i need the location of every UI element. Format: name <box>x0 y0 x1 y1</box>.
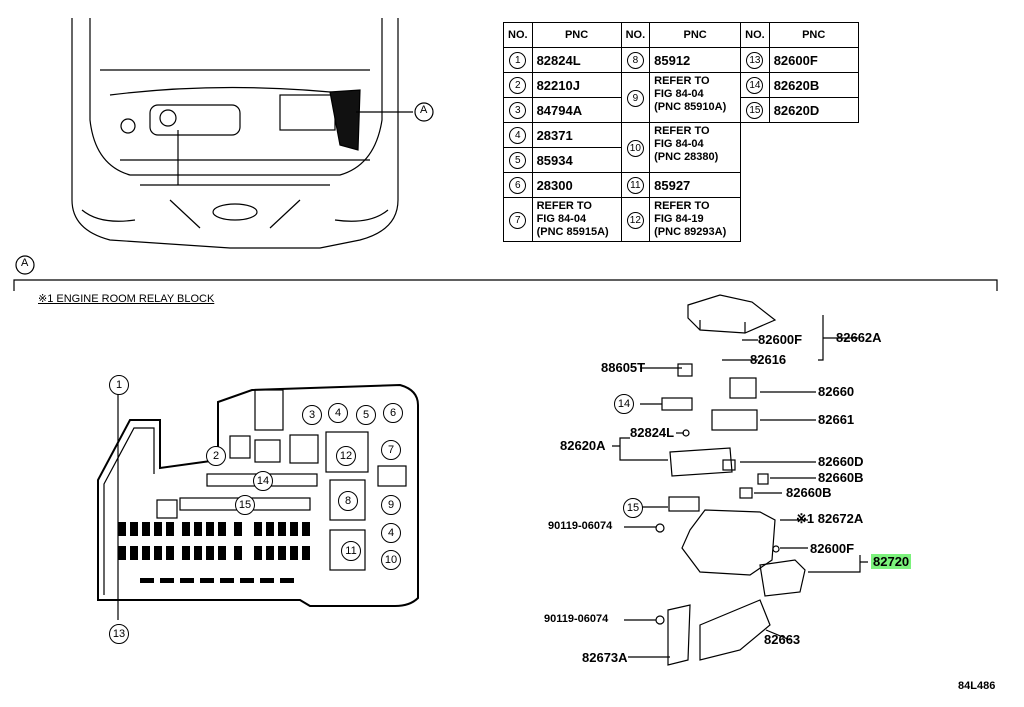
table-cell-pnc: 28371 <box>531 122 622 148</box>
table-row-number: 14 <box>746 77 764 94</box>
part-82616[interactable]: 82616 <box>750 352 787 367</box>
part-82673A[interactable]: 82673A <box>582 650 628 665</box>
table-cell-pnc: 82620B <box>768 72 859 98</box>
table-cell-pnc: 28300 <box>531 172 622 198</box>
table-cell-pnc: REFER TO FIG 84-19 (PNC 89293A) <box>649 197 742 242</box>
col-header-pnc-2: PNC <box>649 22 742 48</box>
leader-lines <box>612 315 868 658</box>
section-a-circle <box>15 255 35 275</box>
table-cell-pnc: 85912 <box>649 47 742 73</box>
bubble-13: 13 <box>109 624 129 644</box>
table-row-number: 13 <box>746 52 764 69</box>
part-82660D[interactable]: 82660D <box>818 454 864 469</box>
callout-a-circle <box>414 102 434 122</box>
part-82660B-1[interactable]: 82660B <box>818 470 864 485</box>
bubble-4b: 4 <box>381 523 401 543</box>
bubble-6: 6 <box>383 403 403 423</box>
bubble-5: 5 <box>356 405 376 425</box>
relay-block-title: ※1 ENGINE ROOM RELAY BLOCK <box>38 293 215 305</box>
table-row-number: 8 <box>626 52 644 69</box>
bubble-7: 7 <box>381 440 401 460</box>
part-82672A[interactable]: ※1 82672A <box>796 511 864 526</box>
table-cell-pnc: 82210J <box>531 72 622 98</box>
part-82620A[interactable]: 82620A <box>560 438 606 453</box>
table-row-number: 11 <box>626 177 644 194</box>
bubble-10: 10 <box>381 550 401 570</box>
part-82660B-2[interactable]: 82660B <box>786 485 832 500</box>
col-header-no-1: NO. <box>503 22 533 48</box>
bubble-1: 1 <box>109 375 129 395</box>
table-cell-pnc: 85934 <box>531 147 622 173</box>
table-row-number: 4 <box>509 127 527 144</box>
table-cell-pnc: 82620D <box>768 97 859 123</box>
bubble-15-right: 15 <box>623 498 643 518</box>
table-cell-pnc: REFER TO FIG 84-04 (PNC 28380) <box>649 122 742 173</box>
fuse-rows <box>118 522 310 583</box>
part-82662A[interactable]: 82662A <box>836 330 882 345</box>
part-90119-06074-2[interactable]: 90119-06074 <box>544 613 609 625</box>
table-row-number: 12 <box>626 211 644 229</box>
table-row-number: 2 <box>509 77 527 94</box>
col-header-pnc-1: PNC <box>531 22 622 48</box>
exploded-parts <box>655 294 806 666</box>
table-row-number: 15 <box>746 102 764 119</box>
table-row-number: 6 <box>509 177 527 194</box>
table-row-number: 7 <box>509 211 527 229</box>
bubble-4a: 4 <box>328 403 348 423</box>
bubble-3: 3 <box>302 405 322 425</box>
bubble-14: 14 <box>253 471 273 491</box>
table-cell-pnc: 82600F <box>768 47 859 73</box>
part-82720[interactable]: 82720 <box>871 554 912 569</box>
bubble-2: 2 <box>206 446 226 466</box>
part-88605T[interactable]: 88605T <box>601 360 646 375</box>
part-82661[interactable]: 82661 <box>818 412 855 427</box>
table-cell-pnc: REFER TO FIG 84-04 (PNC 85915A) <box>531 197 622 242</box>
part-82663[interactable]: 82663 <box>764 632 801 647</box>
table-row-number: 5 <box>509 152 527 169</box>
engine-bay-illustration <box>71 18 413 249</box>
part-82720-highlight[interactable]: 82720 <box>871 554 912 569</box>
callout-a-label: A <box>420 104 428 116</box>
pnc-table: NO. PNC NO. PNC NO. PNC 1 82824L 8 85912… <box>503 22 859 242</box>
table-cell-pnc: 85927 <box>649 172 742 198</box>
table-cell-pnc: 84794A <box>531 97 622 123</box>
bubble-14-right: 14 <box>614 394 634 414</box>
col-header-no-2: NO. <box>620 22 651 48</box>
table-row-number: 1 <box>509 52 527 69</box>
section-a-label: A <box>21 257 29 269</box>
table-row-number: 3 <box>509 102 527 119</box>
bubble-9: 9 <box>381 495 401 515</box>
table-row-number: 9 <box>626 89 644 107</box>
relay-block-illustration <box>97 383 419 607</box>
table-cell-pnc: REFER TO FIG 84-04 (PNC 85910A) <box>649 72 742 123</box>
section-bracket <box>13 279 998 291</box>
figure-code: 84L486 <box>958 680 996 692</box>
col-header-no-3: NO. <box>740 22 770 48</box>
bubble-12: 12 <box>336 446 356 466</box>
table-cell-pnc: 82824L <box>531 47 622 73</box>
col-header-pnc-3: PNC <box>768 22 859 48</box>
bubble-11: 11 <box>341 541 361 561</box>
bubble-8: 8 <box>338 491 358 511</box>
part-82660[interactable]: 82660 <box>818 384 855 399</box>
bubble-15: 15 <box>235 495 255 515</box>
part-82600F-top[interactable]: 82600F <box>758 332 803 347</box>
part-82600F-bottom[interactable]: 82600F <box>810 541 855 556</box>
part-82824L[interactable]: 82824L <box>630 425 675 440</box>
part-90119-06074-1[interactable]: 90119-06074 <box>548 520 613 532</box>
table-row-number: 10 <box>626 139 644 157</box>
